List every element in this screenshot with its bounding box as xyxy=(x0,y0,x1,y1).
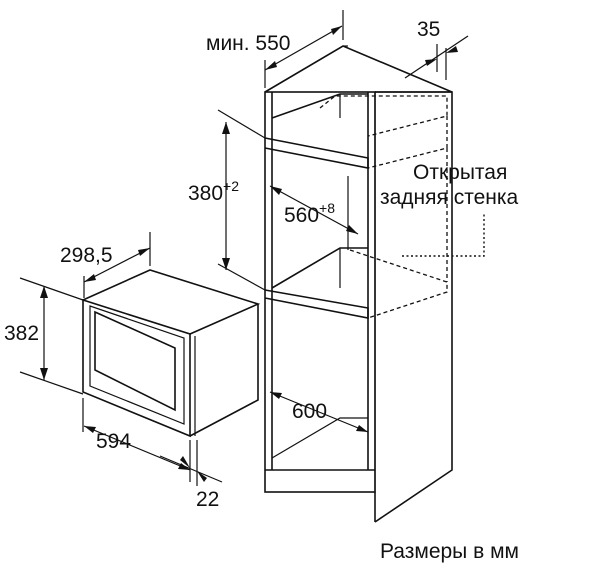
height-382-label: 382 xyxy=(4,322,39,345)
width-594-label: 594 xyxy=(96,430,131,453)
dimension-lines xyxy=(19,10,469,486)
niche-height-label: 380+2 xyxy=(188,178,239,205)
open-back-label-line1: Открытая xyxy=(413,161,507,184)
depth-298-label: 298,5 xyxy=(60,244,113,267)
niche-height-tolerance: +2 xyxy=(223,178,239,194)
units-note: Размеры в мм xyxy=(380,540,519,563)
tall-cabinet xyxy=(264,45,485,523)
oven-unit xyxy=(82,269,261,438)
width-600-label: 600 xyxy=(292,400,327,423)
min-width-label: мин. 550 xyxy=(206,32,290,55)
niche-width-tolerance: +8 xyxy=(319,200,335,216)
niche-width-value: 560 xyxy=(284,204,319,227)
open-back-label-line2: задняя стенка xyxy=(380,186,519,209)
frame-22-label: 22 xyxy=(196,488,219,511)
niche-width-label: 560+8 xyxy=(284,200,335,227)
gap-35-label: 35 xyxy=(417,18,440,41)
niche-height-value: 380 xyxy=(188,182,223,205)
